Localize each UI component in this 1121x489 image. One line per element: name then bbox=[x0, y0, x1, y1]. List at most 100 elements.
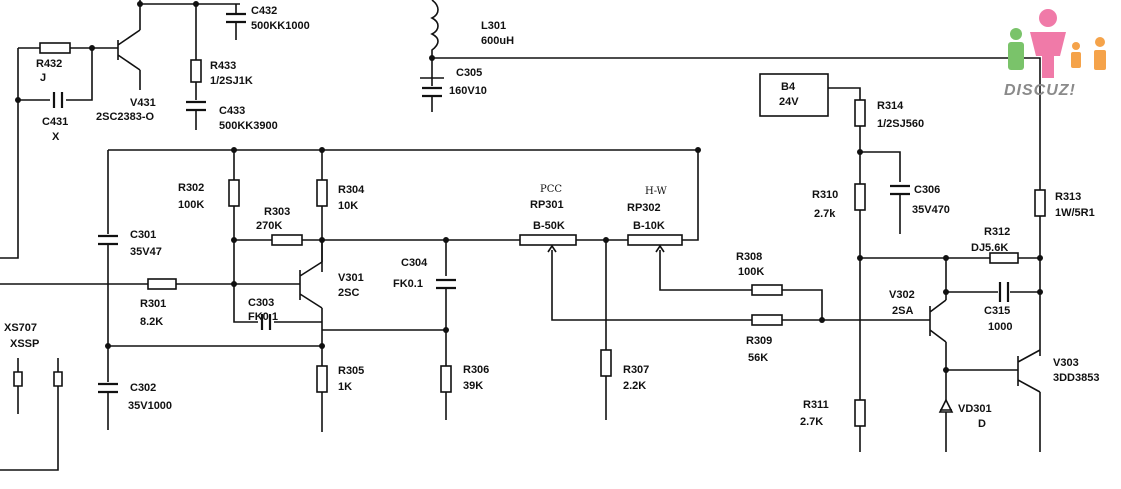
resistor-r432 bbox=[39, 42, 71, 54]
label-c302-val: 35V1000 bbox=[128, 400, 173, 412]
label-rp302-ref: RP302 bbox=[627, 202, 661, 214]
label-vd301-ref: VD301 bbox=[958, 403, 992, 415]
label-c302-ref: C302 bbox=[130, 382, 157, 394]
label-r313-val: 1W/5R1 bbox=[1055, 207, 1095, 219]
label-r312-val: DJ5.6K bbox=[971, 242, 1009, 254]
label-c315-val: 1000 bbox=[988, 321, 1013, 333]
b4-section bbox=[759, 73, 866, 152]
label-c301-ref: C301 bbox=[130, 229, 157, 241]
label-c304-ref: C304 bbox=[401, 257, 428, 269]
resistor-r310 bbox=[854, 183, 866, 211]
label-c432-val: 500KK1000 bbox=[251, 20, 310, 32]
label-r432-ref: R432 bbox=[36, 58, 63, 70]
b4-box bbox=[759, 73, 829, 117]
label-rp301-val: B-50K bbox=[533, 220, 565, 232]
resistor-r309 bbox=[751, 314, 783, 326]
resistor-r305 bbox=[316, 365, 328, 393]
resistor-r311 bbox=[854, 399, 866, 427]
label-r305-val: 1K bbox=[338, 381, 353, 393]
label-r303-val: 270K bbox=[256, 220, 283, 232]
label-vd301-val: D bbox=[978, 418, 986, 430]
l301-section bbox=[420, 0, 1041, 190]
resistor-r301 bbox=[147, 278, 177, 290]
label-r301-val: 8.2K bbox=[140, 316, 164, 328]
label-b4-val: 24V bbox=[779, 96, 799, 108]
label-xs707-val: XSSP bbox=[10, 338, 40, 350]
label-r311-ref: R311 bbox=[803, 399, 829, 411]
main-rails bbox=[0, 147, 1046, 471]
resistor-r433 bbox=[190, 59, 202, 83]
watermark-logo bbox=[1008, 9, 1106, 78]
label-r312-ref: R312 bbox=[984, 226, 1011, 238]
label-r307-ref: R307 bbox=[623, 364, 650, 376]
label-r301-ref: R301 bbox=[140, 298, 167, 310]
label-c301-val: 35V47 bbox=[130, 246, 162, 258]
label-r303-ref: R303 bbox=[264, 206, 291, 218]
label-l301-ref: L301 bbox=[481, 20, 507, 32]
label-b4-ref: B4 bbox=[781, 81, 796, 93]
label-r302-val: 100K bbox=[178, 199, 205, 211]
resistor-r304 bbox=[316, 179, 328, 207]
label-r304-val: 10K bbox=[338, 200, 359, 212]
label-c305-ref: C305 bbox=[456, 67, 483, 79]
potentiometer-rp301 bbox=[519, 234, 577, 246]
label-v301-ref: V301 bbox=[338, 272, 364, 284]
resistor-r312 bbox=[989, 252, 1019, 264]
label-c306-val: 35V470 bbox=[912, 204, 950, 216]
label-c432-ref: C432 bbox=[251, 5, 278, 17]
label-r311-val: 2.7K bbox=[800, 416, 824, 428]
watermark-text: DISCUZ! bbox=[1004, 82, 1076, 99]
resistor-r313 bbox=[1034, 189, 1046, 217]
label-l301-val: 600uH bbox=[481, 35, 515, 47]
label-xs707-ref: XS707 bbox=[4, 322, 38, 334]
label-r309-val: 56K bbox=[748, 352, 769, 364]
label-v302-ref: V302 bbox=[889, 289, 915, 301]
label-r306-val: 39K bbox=[463, 380, 484, 392]
label-v303-val: 3DD3853 bbox=[1053, 372, 1100, 384]
label-rp301-tag: PCC bbox=[540, 184, 563, 195]
label-r307-val: 2.2K bbox=[623, 380, 647, 392]
label-c433-val: 500KK3900 bbox=[219, 120, 278, 132]
label-r304-ref: R304 bbox=[338, 184, 365, 196]
label-c304-val: FK0.1 bbox=[393, 278, 423, 290]
label-rp302-val: B-10K bbox=[633, 220, 665, 232]
label-v431-val: 2SC2383-O bbox=[96, 111, 155, 123]
label-c431-val: X bbox=[52, 131, 60, 143]
label-c315-ref: C315 bbox=[984, 305, 1011, 317]
label-r310-ref: R310 bbox=[812, 189, 839, 201]
label-c305-val: 160V10 bbox=[449, 85, 487, 97]
label-v302-val: 2SA bbox=[892, 305, 914, 317]
label-r306-ref: R306 bbox=[463, 364, 490, 376]
label-c433-ref: C433 bbox=[219, 105, 246, 117]
label-r309-ref: R309 bbox=[746, 335, 773, 347]
label-r302-ref: R302 bbox=[178, 182, 205, 194]
resistor-r314 bbox=[854, 99, 866, 127]
label-r314-ref: R314 bbox=[877, 100, 904, 112]
label-r314-val: 1/2SJ560 bbox=[877, 118, 925, 130]
potentiometer-rp302 bbox=[627, 234, 683, 246]
resistor-r303 bbox=[271, 234, 303, 246]
label-c431-ref: C431 bbox=[42, 116, 69, 128]
label-c303-ref: C303 bbox=[248, 297, 275, 309]
label-r308-ref: R308 bbox=[736, 251, 763, 263]
top-left-section bbox=[0, 0, 246, 259]
label-r305-ref: R305 bbox=[338, 365, 365, 377]
label-c303-val: FK0.1 bbox=[248, 311, 278, 323]
resistor-r307 bbox=[600, 349, 612, 377]
label-r433-ref: R433 bbox=[210, 60, 237, 72]
label-rp301-ref: RP301 bbox=[530, 199, 564, 211]
resistor-r302 bbox=[228, 179, 240, 207]
label-rp302-tag: H-W bbox=[645, 186, 667, 197]
label-r432-val: J bbox=[40, 72, 47, 84]
label-v301-val: 2SC bbox=[338, 287, 360, 299]
resistor-r306 bbox=[440, 365, 452, 393]
label-v303-ref: V303 bbox=[1053, 357, 1079, 369]
label-v431-ref: V431 bbox=[130, 97, 156, 109]
label-r313-ref: R313 bbox=[1055, 191, 1082, 203]
label-r433-val: 1/2SJ1K bbox=[210, 75, 253, 87]
label-c306-ref: C306 bbox=[914, 184, 941, 196]
label-r310-val: 2.7k bbox=[814, 208, 836, 220]
label-r308-val: 100K bbox=[738, 266, 765, 278]
resistor-r308 bbox=[751, 284, 783, 296]
